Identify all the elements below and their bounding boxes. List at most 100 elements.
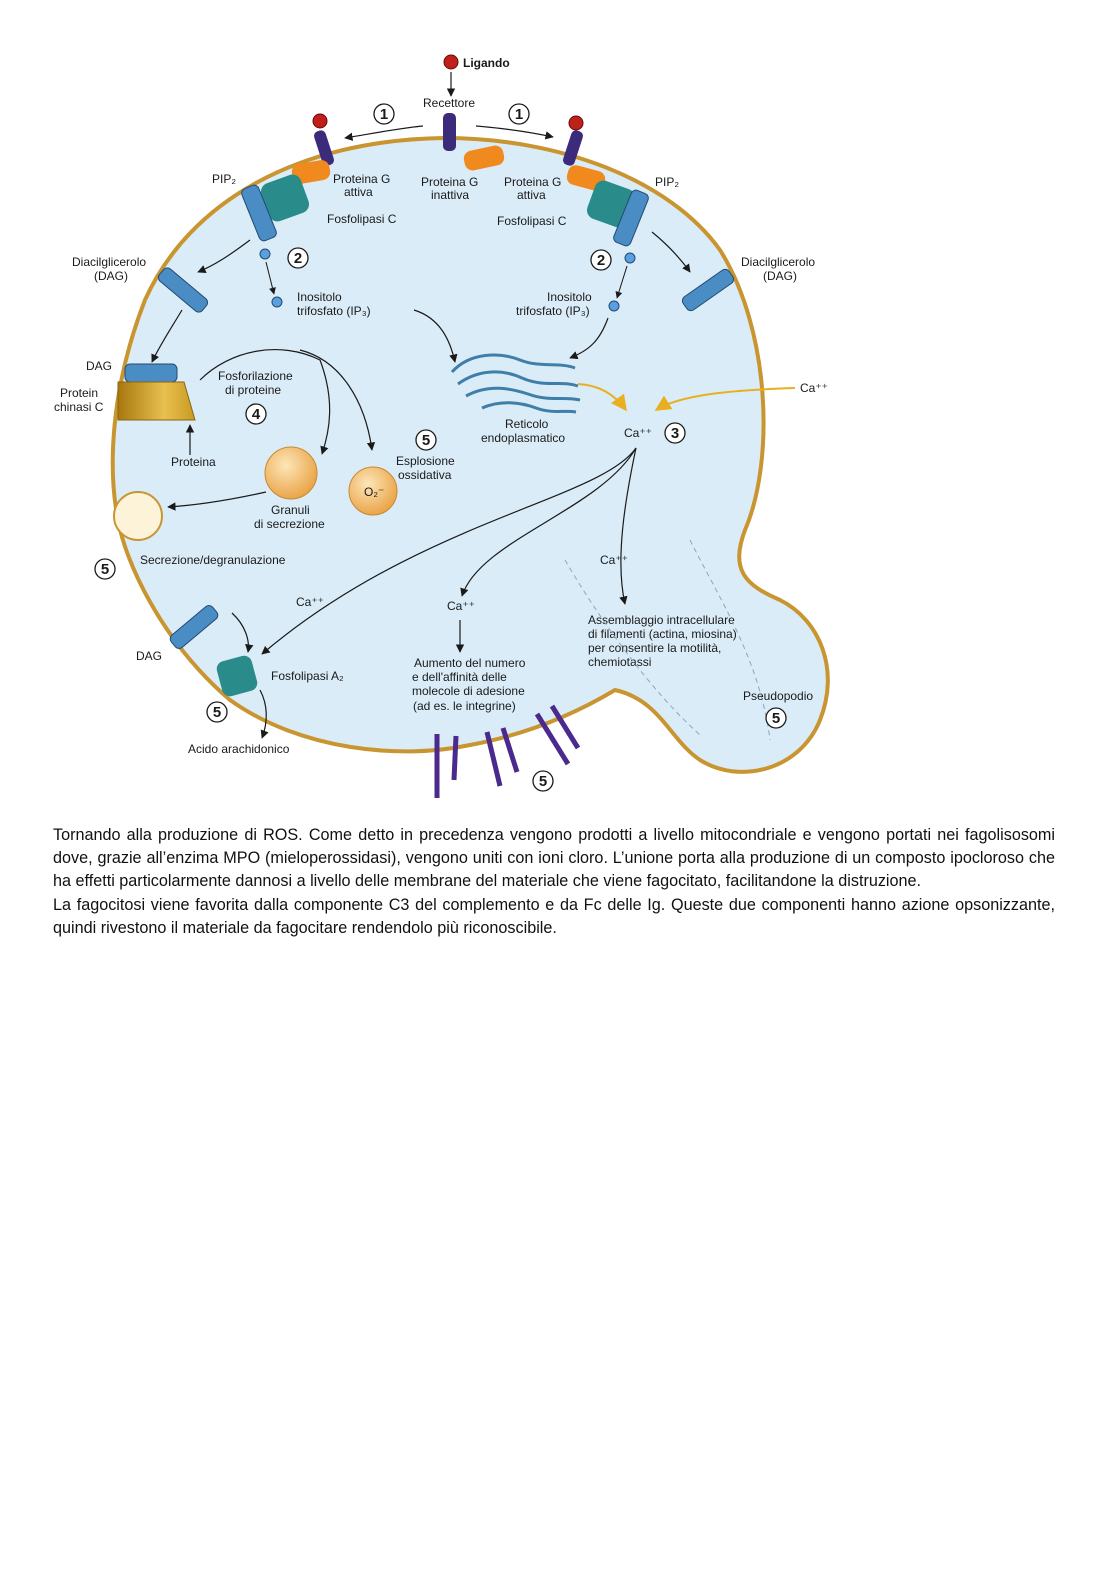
step-5-pla2: 5 <box>206 701 228 723</box>
pip2-right-icon <box>613 189 649 247</box>
body-text: Tornando alla produzione di ROS. Come de… <box>53 824 1055 940</box>
granuli-label-1: Granuli <box>271 503 310 517</box>
step-2-right: 2 <box>590 249 612 271</box>
secretory-granule-icon <box>264 446 318 500</box>
er-label-2: endoplasmatico <box>481 431 565 445</box>
proteina-label: Proteina <box>171 455 216 469</box>
phospholipase-c-left-icon <box>260 174 310 222</box>
dag-right-label-2: (DAG) <box>763 269 797 283</box>
aumento-label-4: (ad es. le integrine) <box>413 699 516 713</box>
svg-text:5: 5 <box>772 710 780 727</box>
protein-kinase-c-icon <box>117 381 196 421</box>
dag-bottom-icon <box>169 605 219 649</box>
g-protein-active-left-icon <box>291 160 331 184</box>
svg-text:1: 1 <box>515 106 523 123</box>
ligand-label: Ligando <box>463 56 510 70</box>
phagocyte-signaling-diagram: Ligando Recettore 1 1 Proteina G attiva … <box>54 54 830 798</box>
esplosione-label-1: Esplosione <box>396 454 455 468</box>
svg-text:2: 2 <box>597 252 605 269</box>
svg-text:4: 4 <box>252 406 261 423</box>
ca-outside-label: Ca⁺⁺ <box>800 381 828 395</box>
cell-membrane <box>110 135 830 774</box>
ca-right-label: Ca⁺⁺ <box>600 553 628 567</box>
paragraph-ros: Tornando alla produzione di ROS. Come de… <box>53 826 1055 891</box>
ip3-right-label-1: Inositolo <box>547 290 592 304</box>
svg-text:5: 5 <box>539 773 547 790</box>
dag-bottom-label: DAG <box>136 649 162 663</box>
step-1-right: 1 <box>508 103 530 125</box>
paragraph-opsonization: La fagocitosi viene favorita dalla compo… <box>53 895 1055 937</box>
dag-left-icon <box>157 267 209 313</box>
pip2-right-label: PIP₂ <box>655 175 679 189</box>
endoplasmic-reticulum-icon <box>450 353 581 414</box>
step-5-integrins: 5 <box>532 770 554 792</box>
receptor-icon <box>443 113 456 151</box>
phospholipase-a2-icon <box>216 655 258 697</box>
aumento-label-1: Aumento del numero <box>414 656 526 670</box>
ip3-left-label-1: Inositolo <box>297 290 342 304</box>
dag-right-icon <box>681 268 735 312</box>
receptor-right-icon <box>563 130 583 166</box>
dag-short-label: DAG <box>86 359 112 373</box>
step-1-left: 1 <box>373 103 395 125</box>
g-active-right-label-1: Proteina G <box>504 175 561 189</box>
svg-text:5: 5 <box>213 704 221 721</box>
er-label-1: Reticolo <box>505 417 549 431</box>
esplosione-label-2: ossidativa <box>398 468 452 482</box>
assemblaggio-label-4: chemiotassi <box>588 655 651 669</box>
step-2-left: 2 <box>287 247 309 269</box>
svg-text:2: 2 <box>294 250 302 267</box>
step-5-secretion: 5 <box>94 558 116 580</box>
integrins-icon <box>434 704 581 798</box>
svg-text:3: 3 <box>671 425 679 442</box>
step-3: 3 <box>664 422 686 444</box>
ip3-left-label-2: trifosfato (IP₃) <box>297 304 371 318</box>
secrezione-label: Secrezione/degranulazione <box>140 553 286 567</box>
svg-text:1: 1 <box>380 106 388 123</box>
fosfolipasi-c-left-label: Fosfolipasi C <box>327 212 397 226</box>
ligand-icon <box>443 54 459 70</box>
g-inactive-label-2: inattiva <box>431 188 469 202</box>
fosfolipasi-a2-label: Fosfolipasi A₂ <box>271 669 344 683</box>
pseudopodio-label: Pseudopodio <box>743 689 813 703</box>
g-active-left-label-2: attiva <box>344 185 373 199</box>
o2-label: O₂⁻ <box>364 485 384 499</box>
fosforilazione-label-1: Fosforilazione <box>218 369 293 383</box>
ligand-right-icon <box>568 115 584 131</box>
fosfolipasi-c-right-label: Fosfolipasi C <box>497 214 567 228</box>
granuli-label-2: di secrezione <box>254 517 325 531</box>
dag-left-label-2: (DAG) <box>94 269 128 283</box>
pkc-label-1: Protein <box>60 386 98 400</box>
g-active-left-label-1: Proteina G <box>333 172 390 186</box>
receptor-label: Recettore <box>423 96 475 110</box>
step-5-pseudopod: 5 <box>765 707 787 729</box>
g-protein-active-right-icon <box>566 165 606 191</box>
ca-left-label: Ca⁺⁺ <box>296 595 324 609</box>
oxidative-burst-icon <box>348 466 398 516</box>
assemblaggio-label-3: per consentire la motilità, <box>588 641 721 655</box>
g-inactive-label-1: Proteina G <box>421 175 478 189</box>
pip2-left-icon <box>241 184 277 242</box>
pip2-left-label: PIP₂ <box>212 172 236 186</box>
assemblaggio-label-2: di filamenti (actina, miosina) <box>588 627 737 641</box>
dag-membrane-icon <box>124 363 178 383</box>
g-protein-inactive-icon <box>463 145 505 171</box>
g-active-right-label-2: attiva <box>517 188 546 202</box>
acido-label: Acido arachidonico <box>188 742 290 756</box>
receptor-left-icon <box>314 130 334 166</box>
dag-right-label-1: Diacilglicerolo <box>741 255 815 269</box>
aumento-label-2: e dell'affinità delle <box>412 670 507 684</box>
ligand-left-icon <box>312 113 328 129</box>
pkc-label-2: chinasi C <box>54 400 104 414</box>
svg-text:5: 5 <box>101 561 109 578</box>
step-4: 4 <box>245 403 267 425</box>
assemblaggio-label-1: Assemblaggio intracellulare <box>588 613 735 627</box>
ca-mid-label: Ca⁺⁺ <box>447 599 475 613</box>
step-5-burst: 5 <box>415 429 437 451</box>
secretion-vesicle <box>113 491 163 541</box>
fosforilazione-label-2: di proteine <box>225 383 281 397</box>
dag-left-label-1: Diacilglicerolo <box>72 255 146 269</box>
aumento-label-3: molecole di adesione <box>412 684 525 698</box>
ip3-right-label-2: trifosfato (IP₃) <box>516 304 590 318</box>
ca-center-label: Ca⁺⁺ <box>624 426 652 440</box>
